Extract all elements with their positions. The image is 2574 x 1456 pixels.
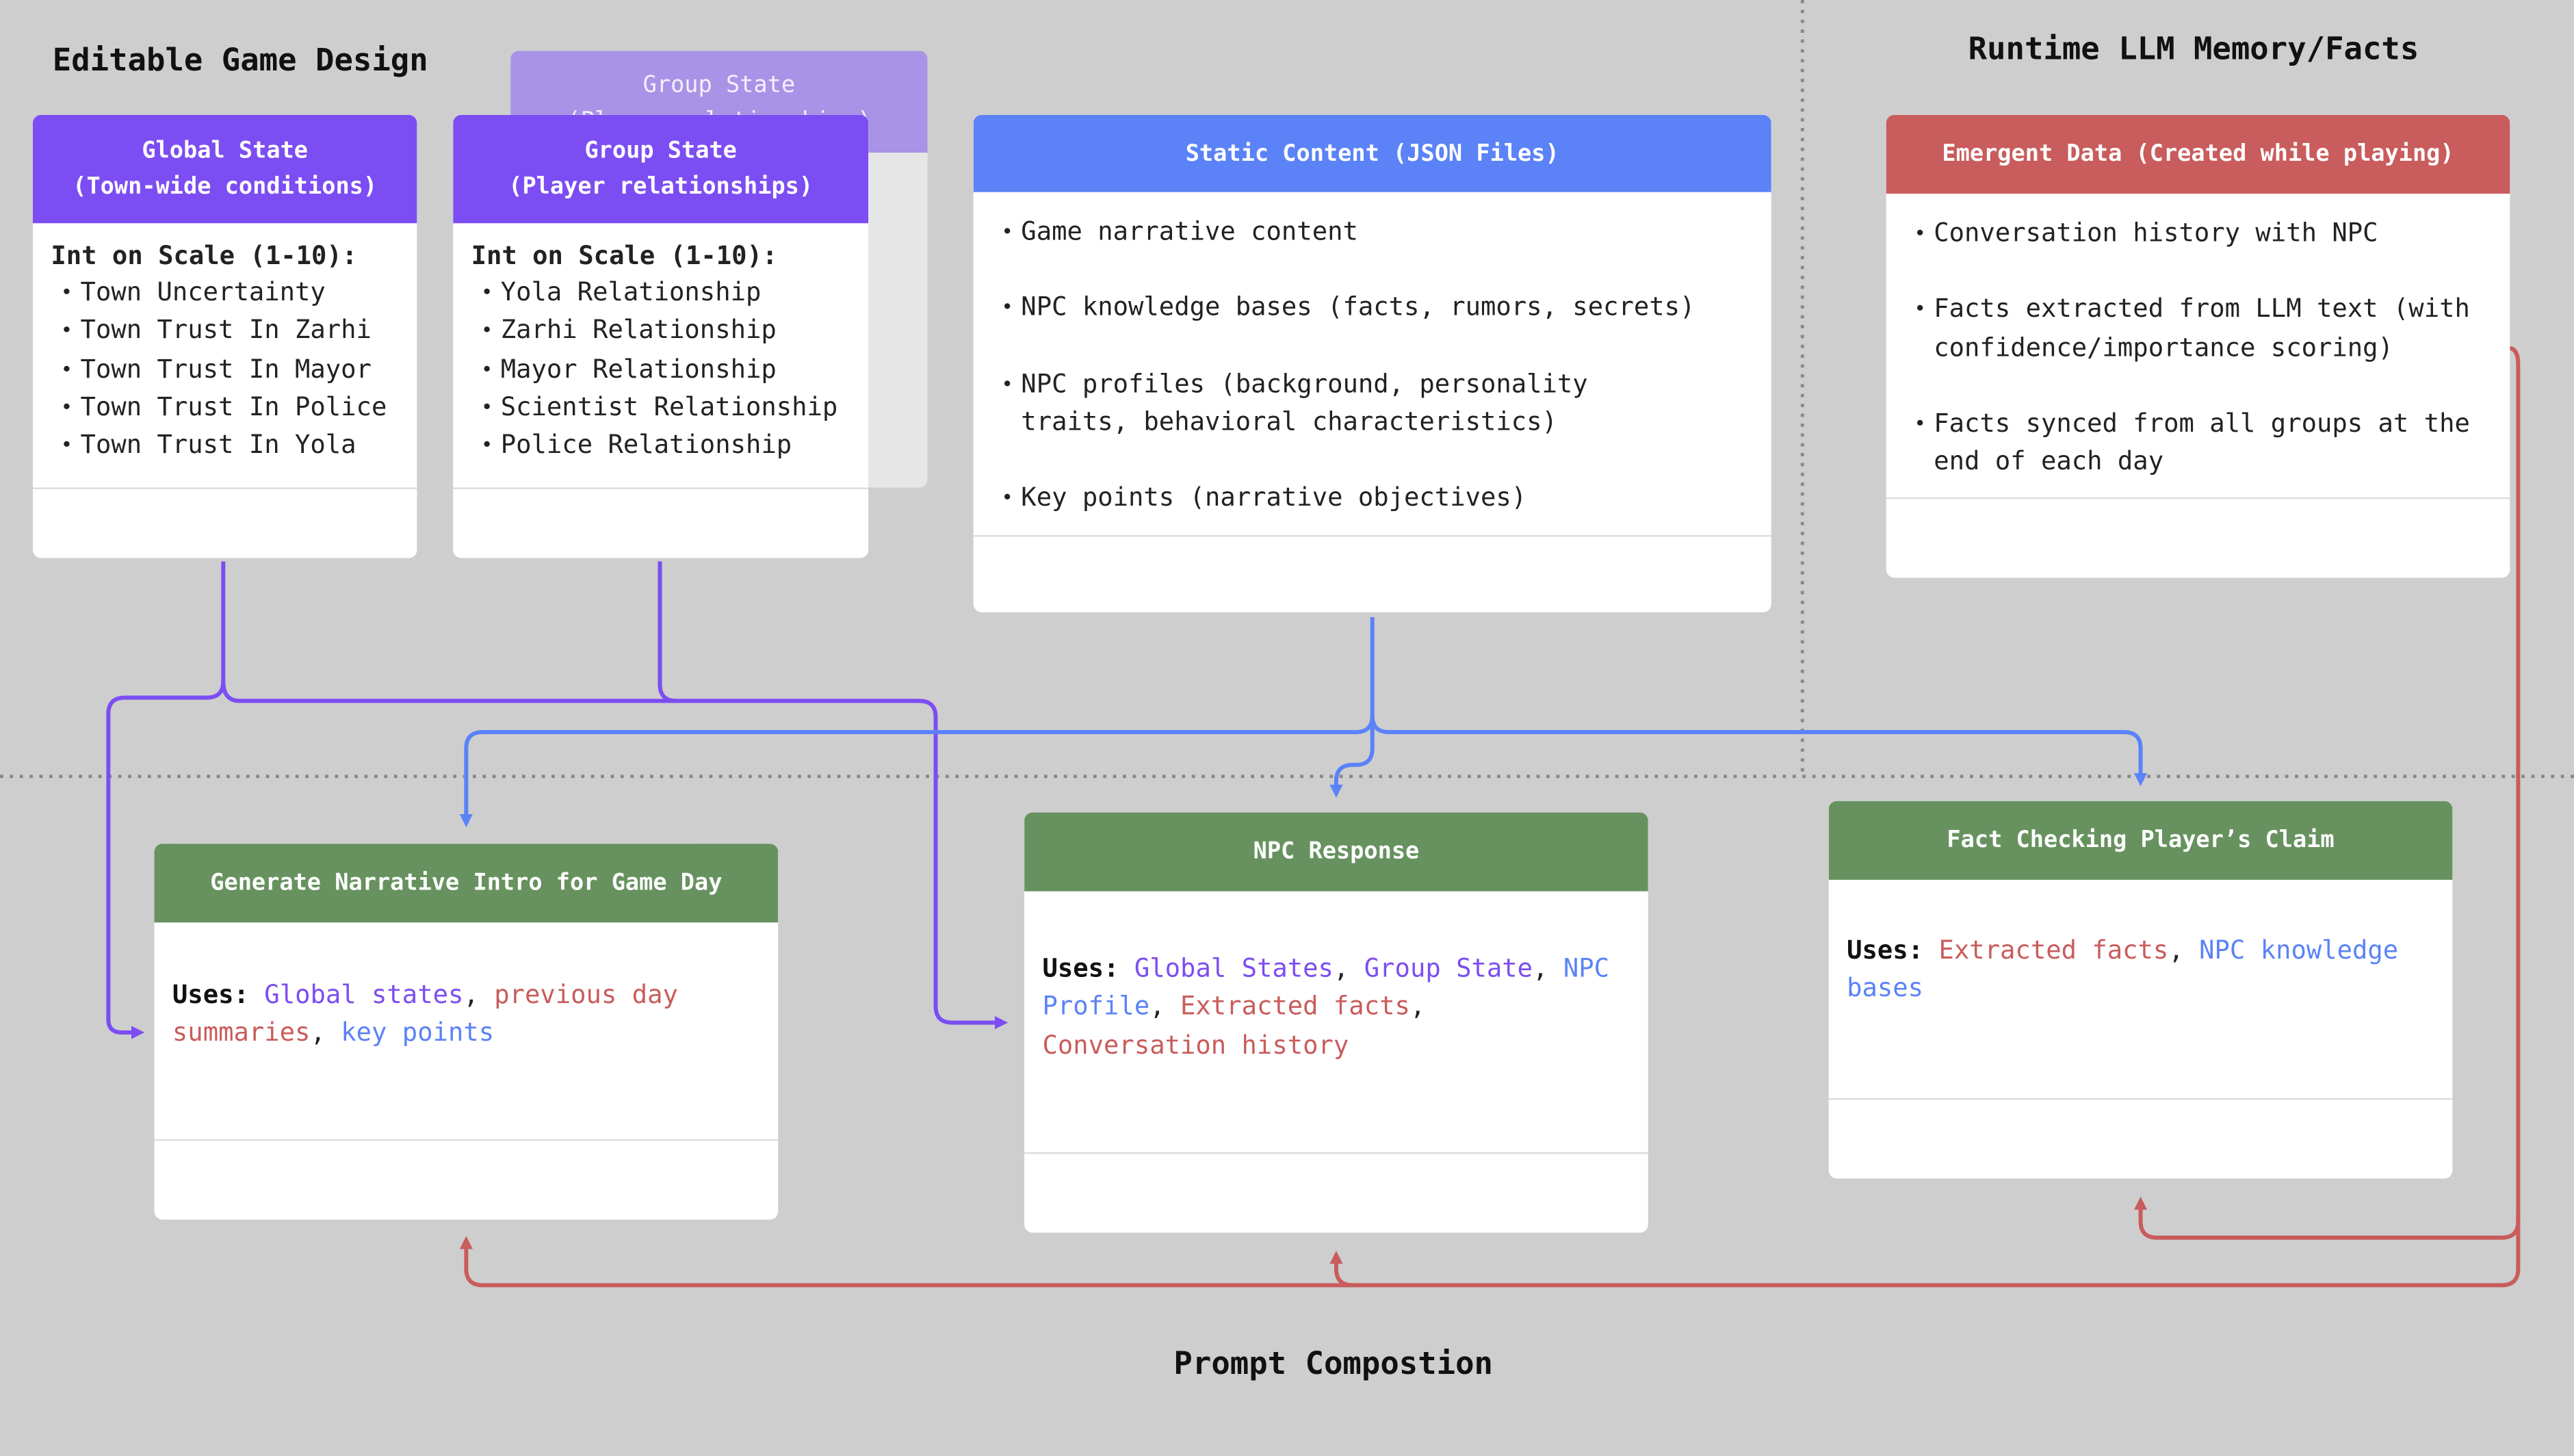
group-state-scale-label: Int on Scale (1-10):: [471, 241, 778, 271]
edge-emergent-to-npc: [1329, 1251, 1353, 1288]
edge-group-to-npc: [221, 681, 1009, 1030]
section-title-editable: Editable Game Design: [52, 42, 428, 79]
edge-global-to-intro: [106, 561, 226, 1039]
npc-response-uses: Uses: Global States, Group State, NPC Pr…: [1042, 953, 1610, 1060]
edge-emergent-to-intro: [459, 1214, 2521, 1288]
list-item: Key points (narrative objectives): [991, 480, 1706, 519]
list-item: Town Uncertainty: [51, 274, 399, 313]
card-footer: [1828, 1097, 2453, 1179]
group-state-subtitle: (Player relationships): [508, 174, 814, 200]
list-item: Zarhi Relationship: [471, 313, 850, 352]
uses-label: Uses:: [172, 980, 249, 1010]
global-state-body: Int on Scale (1-10): Town Uncertainty To…: [33, 223, 417, 485]
narrative-intro-title: Generate Narrative Intro for Game Day: [210, 870, 723, 896]
card-footer: [1886, 497, 2510, 578]
fact-check-title: Fact Checking Player’s Claim: [1947, 827, 2335, 854]
edge-static-to-factcheck: [1370, 715, 2148, 787]
card-footer: [32, 487, 417, 558]
uses-conversation-history: Conversation history: [1042, 1030, 1349, 1060]
fact-check-header: Fact Checking Player’s Claim: [1828, 801, 2453, 880]
global-state-header: Global State (Town-wide conditions): [32, 114, 417, 224]
narrative-intro-card: Generate Narrative Intro for Game Day Us…: [154, 844, 779, 1220]
uses-extracted-facts: Extracted facts: [1938, 935, 2169, 965]
edge-static-to-intro: [459, 715, 1375, 828]
group-state-body: Int on Scale (1-10): Yola Relationship Z…: [453, 223, 868, 485]
emergent-data-list: Conversation history with NPC Facts extr…: [1904, 215, 2471, 482]
edge-static-to-npc: [1329, 715, 1375, 798]
npc-response-card: NPC Response Uses: Global States, Group …: [1024, 812, 1648, 1233]
global-state-subtitle: (Town-wide conditions): [73, 174, 378, 200]
card-footer: [453, 487, 869, 558]
card-footer: [973, 535, 1771, 612]
fact-check-uses: Uses: Extracted facts, NPC knowledge bas…: [1847, 935, 2399, 1004]
list-item: NPC profiles (background, personality tr…: [991, 365, 1706, 442]
uses-npc-knowledge-bases: NPC knowledge bases: [1847, 935, 2399, 1004]
list-item: Game narrative content: [991, 213, 1706, 252]
list-item: Town Trust In Zarhi: [51, 313, 399, 352]
card-footer: [1024, 1152, 1648, 1233]
npc-response-title: NPC Response: [1253, 838, 1420, 866]
ghost-card-title: Group State: [642, 72, 796, 99]
list-item: Facts synced from all groups at the end …: [1904, 405, 2471, 482]
group-state-list: Yola Relationship Zarhi Relationship May…: [471, 274, 850, 466]
uses-label: Uses:: [1042, 953, 1119, 984]
list-item: Police Relationship: [471, 427, 850, 466]
uses-extracted-facts: Extracted facts: [1180, 991, 1410, 1022]
global-state-title: Global State: [142, 138, 309, 164]
card-footer: [154, 1139, 779, 1220]
uses-npc-profile: NPC Profile: [1042, 953, 1610, 1022]
global-state-scale-label: Int on Scale (1-10):: [51, 241, 358, 271]
fact-check-card: Fact Checking Player’s Claim Uses: Extra…: [1828, 801, 2453, 1179]
list-item: NPC knowledge bases (facts, rumors, secr…: [991, 289, 1706, 328]
npc-response-header: NPC Response: [1024, 812, 1648, 892]
emergent-data-header: Emergent Data (Created while playing): [1886, 114, 2510, 194]
edge-emergent-to-factcheck: [2133, 346, 2521, 1240]
static-content-body: Game narrative content NPC knowledge bas…: [974, 192, 1771, 575]
list-item: Facts extracted from LLM text (with conf…: [1904, 291, 2471, 367]
static-content-list: Game narrative content NPC knowledge bas…: [991, 213, 1706, 519]
uses-global-states: Global states: [264, 980, 464, 1010]
emergent-data-body: Conversation history with NPC Facts extr…: [1886, 194, 2510, 539]
group-state-title: Group State: [584, 138, 737, 164]
emergent-data-title: Emergent Data (Created while playing): [1942, 141, 2454, 168]
global-state-card: Global State (Town-wide conditions) Int …: [32, 114, 417, 558]
uses-previous-day-summaries: previous day summaries: [172, 980, 678, 1048]
static-content-card: Static Content (JSON Files) Game narrati…: [973, 114, 1771, 612]
list-item: Mayor Relationship: [471, 350, 850, 389]
list-item: Scientist Relationship: [471, 389, 850, 428]
section-title-prompt: Prompt Compostion: [1173, 1346, 1493, 1382]
list-item: Conversation history with NPC: [1904, 215, 2471, 254]
edge-group-branch: [658, 561, 677, 703]
narrative-intro-uses: Uses: Global states, previous day summar…: [172, 980, 678, 1048]
static-content-title: Static Content (JSON Files): [1185, 140, 1559, 167]
uses-key-points: key points: [341, 1018, 495, 1048]
uses-group-state: Group State: [1364, 953, 1533, 984]
narrative-intro-header: Generate Narrative Intro for Game Day: [154, 844, 779, 923]
list-item: Town Trust In Yola: [51, 427, 399, 466]
uses-label: Uses:: [1847, 935, 1924, 965]
list-item: Town Trust In Mayor: [51, 350, 399, 389]
group-state-header: Group State (Player relationships): [453, 114, 869, 224]
section-title-runtime: Runtime LLM Memory/Facts: [1968, 31, 2419, 68]
list-item: Town Trust In Police: [51, 389, 399, 428]
group-state-card: Group State (Player relationships) Int o…: [453, 114, 869, 558]
global-state-list: Town Uncertainty Town Trust In Zarhi Tow…: [51, 274, 399, 466]
uses-global-states: Global States: [1134, 953, 1334, 984]
static-content-header: Static Content (JSON Files): [973, 114, 1771, 192]
list-item: Yola Relationship: [471, 274, 850, 313]
emergent-data-card: Emergent Data (Created while playing) Co…: [1886, 114, 2510, 578]
